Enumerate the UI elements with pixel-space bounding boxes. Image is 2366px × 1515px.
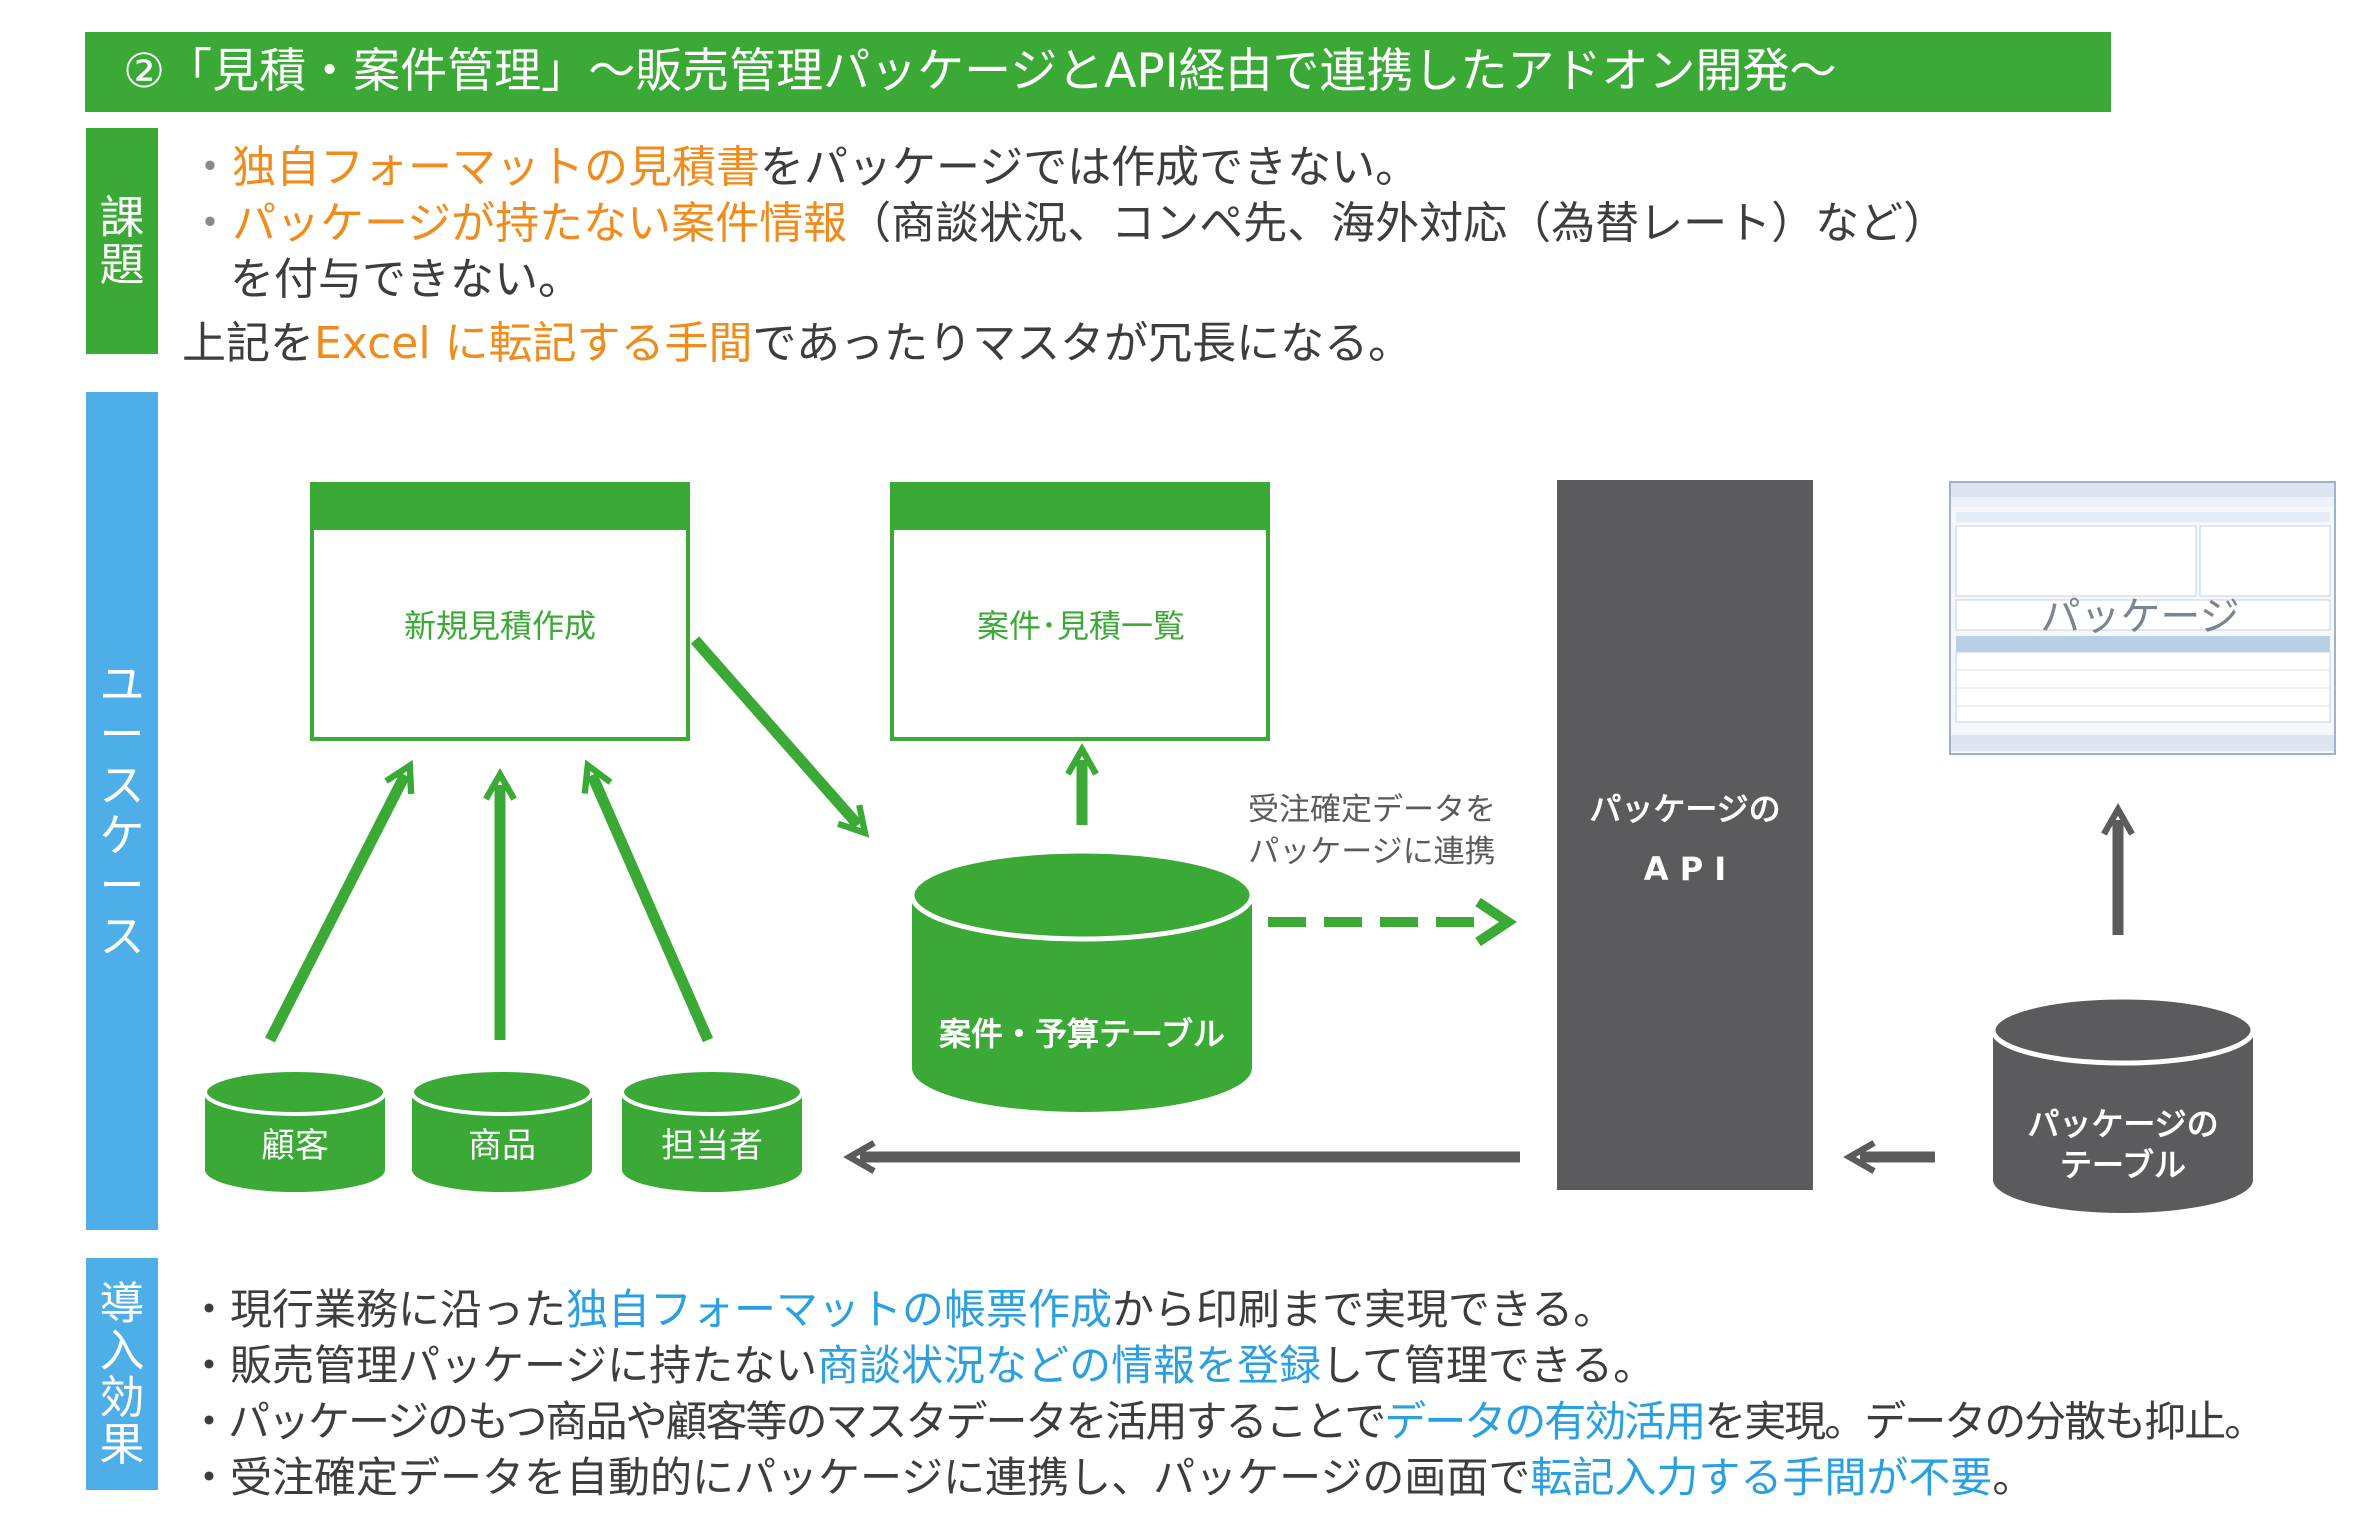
project-budget-db: 案件・予算テーブル [909,848,1255,1112]
product-db: 商品 [410,1068,594,1192]
effect-highlight-3: データの有効活用 [1384,1397,1706,1446]
effect-text-2-pre: ・販売管理パッケージに持たない [188,1341,818,1390]
package-screenshot-label: パッケージ [2040,594,2239,640]
issue-highlight-2: パッケージが持たない案件情報 [232,198,848,249]
project-budget-db-label: 案件・予算テーブル [939,1015,1225,1053]
bullet: ・ [188,142,232,193]
effect-text-3-pre: ・パッケージのもつ商品や顧客等のマスタデータを活用することで [188,1397,1386,1446]
arrow-staff-to-quote [581,759,714,1043]
effect-highlight-1: 独自フォーマットの帳票作成 [566,1285,1113,1334]
issue-text-3: であったりマスタが冗長になる。 [752,318,1413,369]
effect-text-2: して管理できる。 [1321,1341,1656,1390]
usecase-tag: ユースケース [86,392,158,1230]
sync-label-2: パッケージに連携 [1248,834,1495,870]
effect-line-1: ・現行業務に沿った独自フォーマットの帳票作成から印刷まで実現できる。 [188,1282,1615,1338]
project-list-window: 案件･見積一覧 [890,482,1270,741]
arrow-customer-to-quote [265,759,415,1043]
issues-tag-label: 課題 [99,190,145,291]
issue-text-3-pre: 上記を [182,318,314,369]
product-db-label: 商品 [468,1126,536,1166]
package-api-box: パッケージの A P I [1557,480,1813,1190]
customer-db: 顧客 [203,1068,387,1192]
staff-db: 担当者 [620,1068,804,1192]
effect-text-4: 。 [1992,1453,2035,1502]
effect-text-1: から印刷まで実現できる。 [1112,1285,1616,1334]
issue-line-3: 上記をExcel に転記する手間であったりマスタが冗長になる。 [182,316,1412,372]
page-title: ②「見積・案件管理」～販売管理パッケージとAPI経由で連携したアドオン開発～ [85,32,2111,112]
effect-text-3: を実現。データの分散も抑止。 [1704,1397,2266,1446]
new-quote-label: 新規見積作成 [404,607,596,645]
package-screenshot: パッケージ [1949,481,2336,755]
api-label-1: パッケージの [1589,790,1780,828]
effect-highlight-4: 転記入力する手間が不要 [1530,1453,1993,1502]
issues-tag: 課題 [86,128,158,354]
package-table-label-1: パッケージの [2027,1105,2218,1143]
issue-text-1: をパッケージでは作成できない。 [760,142,1420,193]
effect-line-3: ・パッケージのもつ商品や顧客等のマスタデータを活用することでデータの有効活用を実… [188,1394,2266,1450]
customer-db-label: 顧客 [261,1126,329,1166]
new-quote-window: 新規見積作成 [310,482,690,741]
effect-text-4-pre: ・受注確定データを自動的にパッケージに連携し、パッケージの画面で [188,1453,1531,1502]
effect-line-4: ・受注確定データを自動的にパッケージに連携し、パッケージの画面で転記入力する手間… [188,1450,2034,1506]
issue-highlight-3: Excel に転記する手間 [314,318,753,369]
effects-tag: 導入効果 [86,1258,158,1490]
issue-line-1: ・独自フォーマットの見積書をパッケージでは作成できない。 [188,140,1419,196]
api-label-2: A P I [1644,850,1726,888]
package-table-db: パッケージの テーブル [1990,994,2256,1213]
bullet: ・ [188,198,232,249]
sync-arrowhead [1475,897,1518,947]
arrow-quote-to-table [690,636,870,838]
issue-text-2: （商談状況、コンペ先、海外対応（為替レート）など） [847,198,1948,249]
issue-line-2: ・パッケージが持たない案件情報（商談状況、コンペ先、海外対応（為替レート）など） [188,196,1947,252]
staff-db-label: 担当者 [661,1126,763,1166]
effects-tag-label: 導入効果 [99,1276,145,1472]
issue-line-2b: を付与できない。 [230,254,582,305]
issue-highlight-1: 独自フォーマットの見積書 [232,142,760,193]
usecase-tag-label: ユースケース [99,657,145,963]
sync-label-1: 受注確定データを [1248,792,1496,828]
effect-text-1-pre: ・現行業務に沿った [188,1285,567,1334]
effect-line-2: ・販売管理パッケージに持たない商談状況などの情報を登録して管理できる。 [188,1338,1655,1394]
effect-highlight-2: 商談状況などの情報を登録 [817,1341,1322,1390]
package-table-label-2: テーブル [2060,1146,2186,1184]
project-list-label: 案件･見積一覧 [977,607,1185,645]
